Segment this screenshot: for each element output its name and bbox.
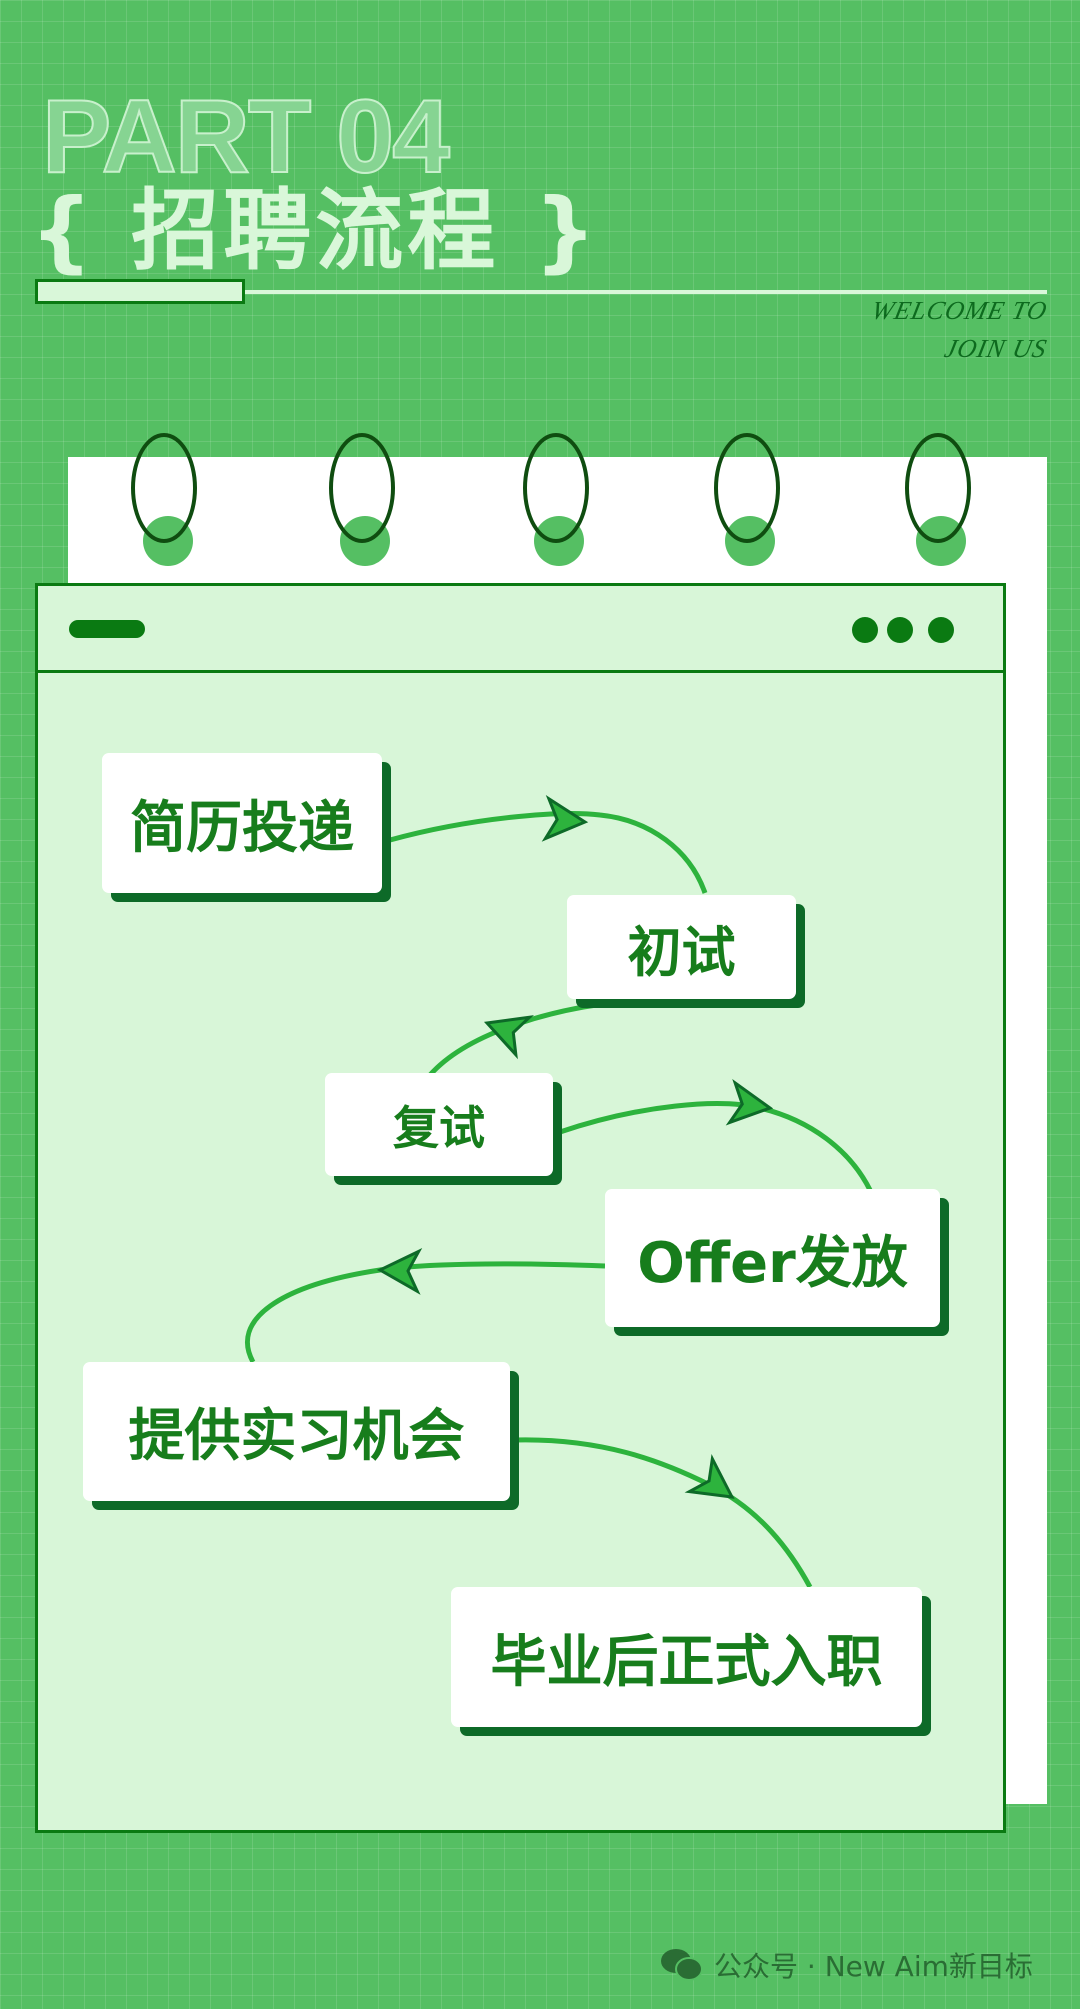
window-pill-icon	[69, 620, 145, 638]
window-header	[38, 586, 1003, 673]
step-card: 毕业后正式入职	[451, 1587, 922, 1727]
window-dot-icon	[887, 617, 913, 643]
title-bar-decoration	[35, 279, 245, 304]
binder-ring	[905, 433, 971, 543]
step-card: 初试	[567, 895, 796, 999]
arrow-4	[245, 1261, 606, 1364]
step-card: 简历投递	[102, 753, 382, 893]
arrowhead-icon	[478, 1002, 532, 1057]
arrow-2	[428, 999, 621, 1077]
binder-ring	[329, 433, 395, 543]
part-number: PART 04	[41, 78, 451, 196]
binder-ring	[523, 433, 589, 543]
window-dot-icon	[928, 617, 954, 643]
arrow-1	[389, 811, 708, 894]
page-title: { 招聘流程 }	[30, 179, 601, 282]
wechat-icon	[661, 1949, 703, 1981]
divider	[245, 290, 1047, 294]
step-card: 提供实习机会	[83, 1362, 510, 1501]
arrowhead-icon	[687, 1457, 745, 1515]
window-dot-icon	[852, 617, 878, 643]
arrow-3	[559, 1101, 873, 1192]
footer-text: 公众号 · New Aim新目标	[714, 1950, 1033, 1983]
arrow-5	[514, 1437, 813, 1589]
binder-ring	[714, 433, 780, 543]
footer: 公众号 · New Aim新目标	[660, 1945, 1033, 1985]
arrowhead-icon	[543, 797, 589, 844]
binder-ring	[131, 433, 197, 543]
arrowhead-icon	[377, 1248, 421, 1293]
step-card: Offer发放	[605, 1189, 940, 1327]
step-card: 复试	[325, 1073, 553, 1176]
